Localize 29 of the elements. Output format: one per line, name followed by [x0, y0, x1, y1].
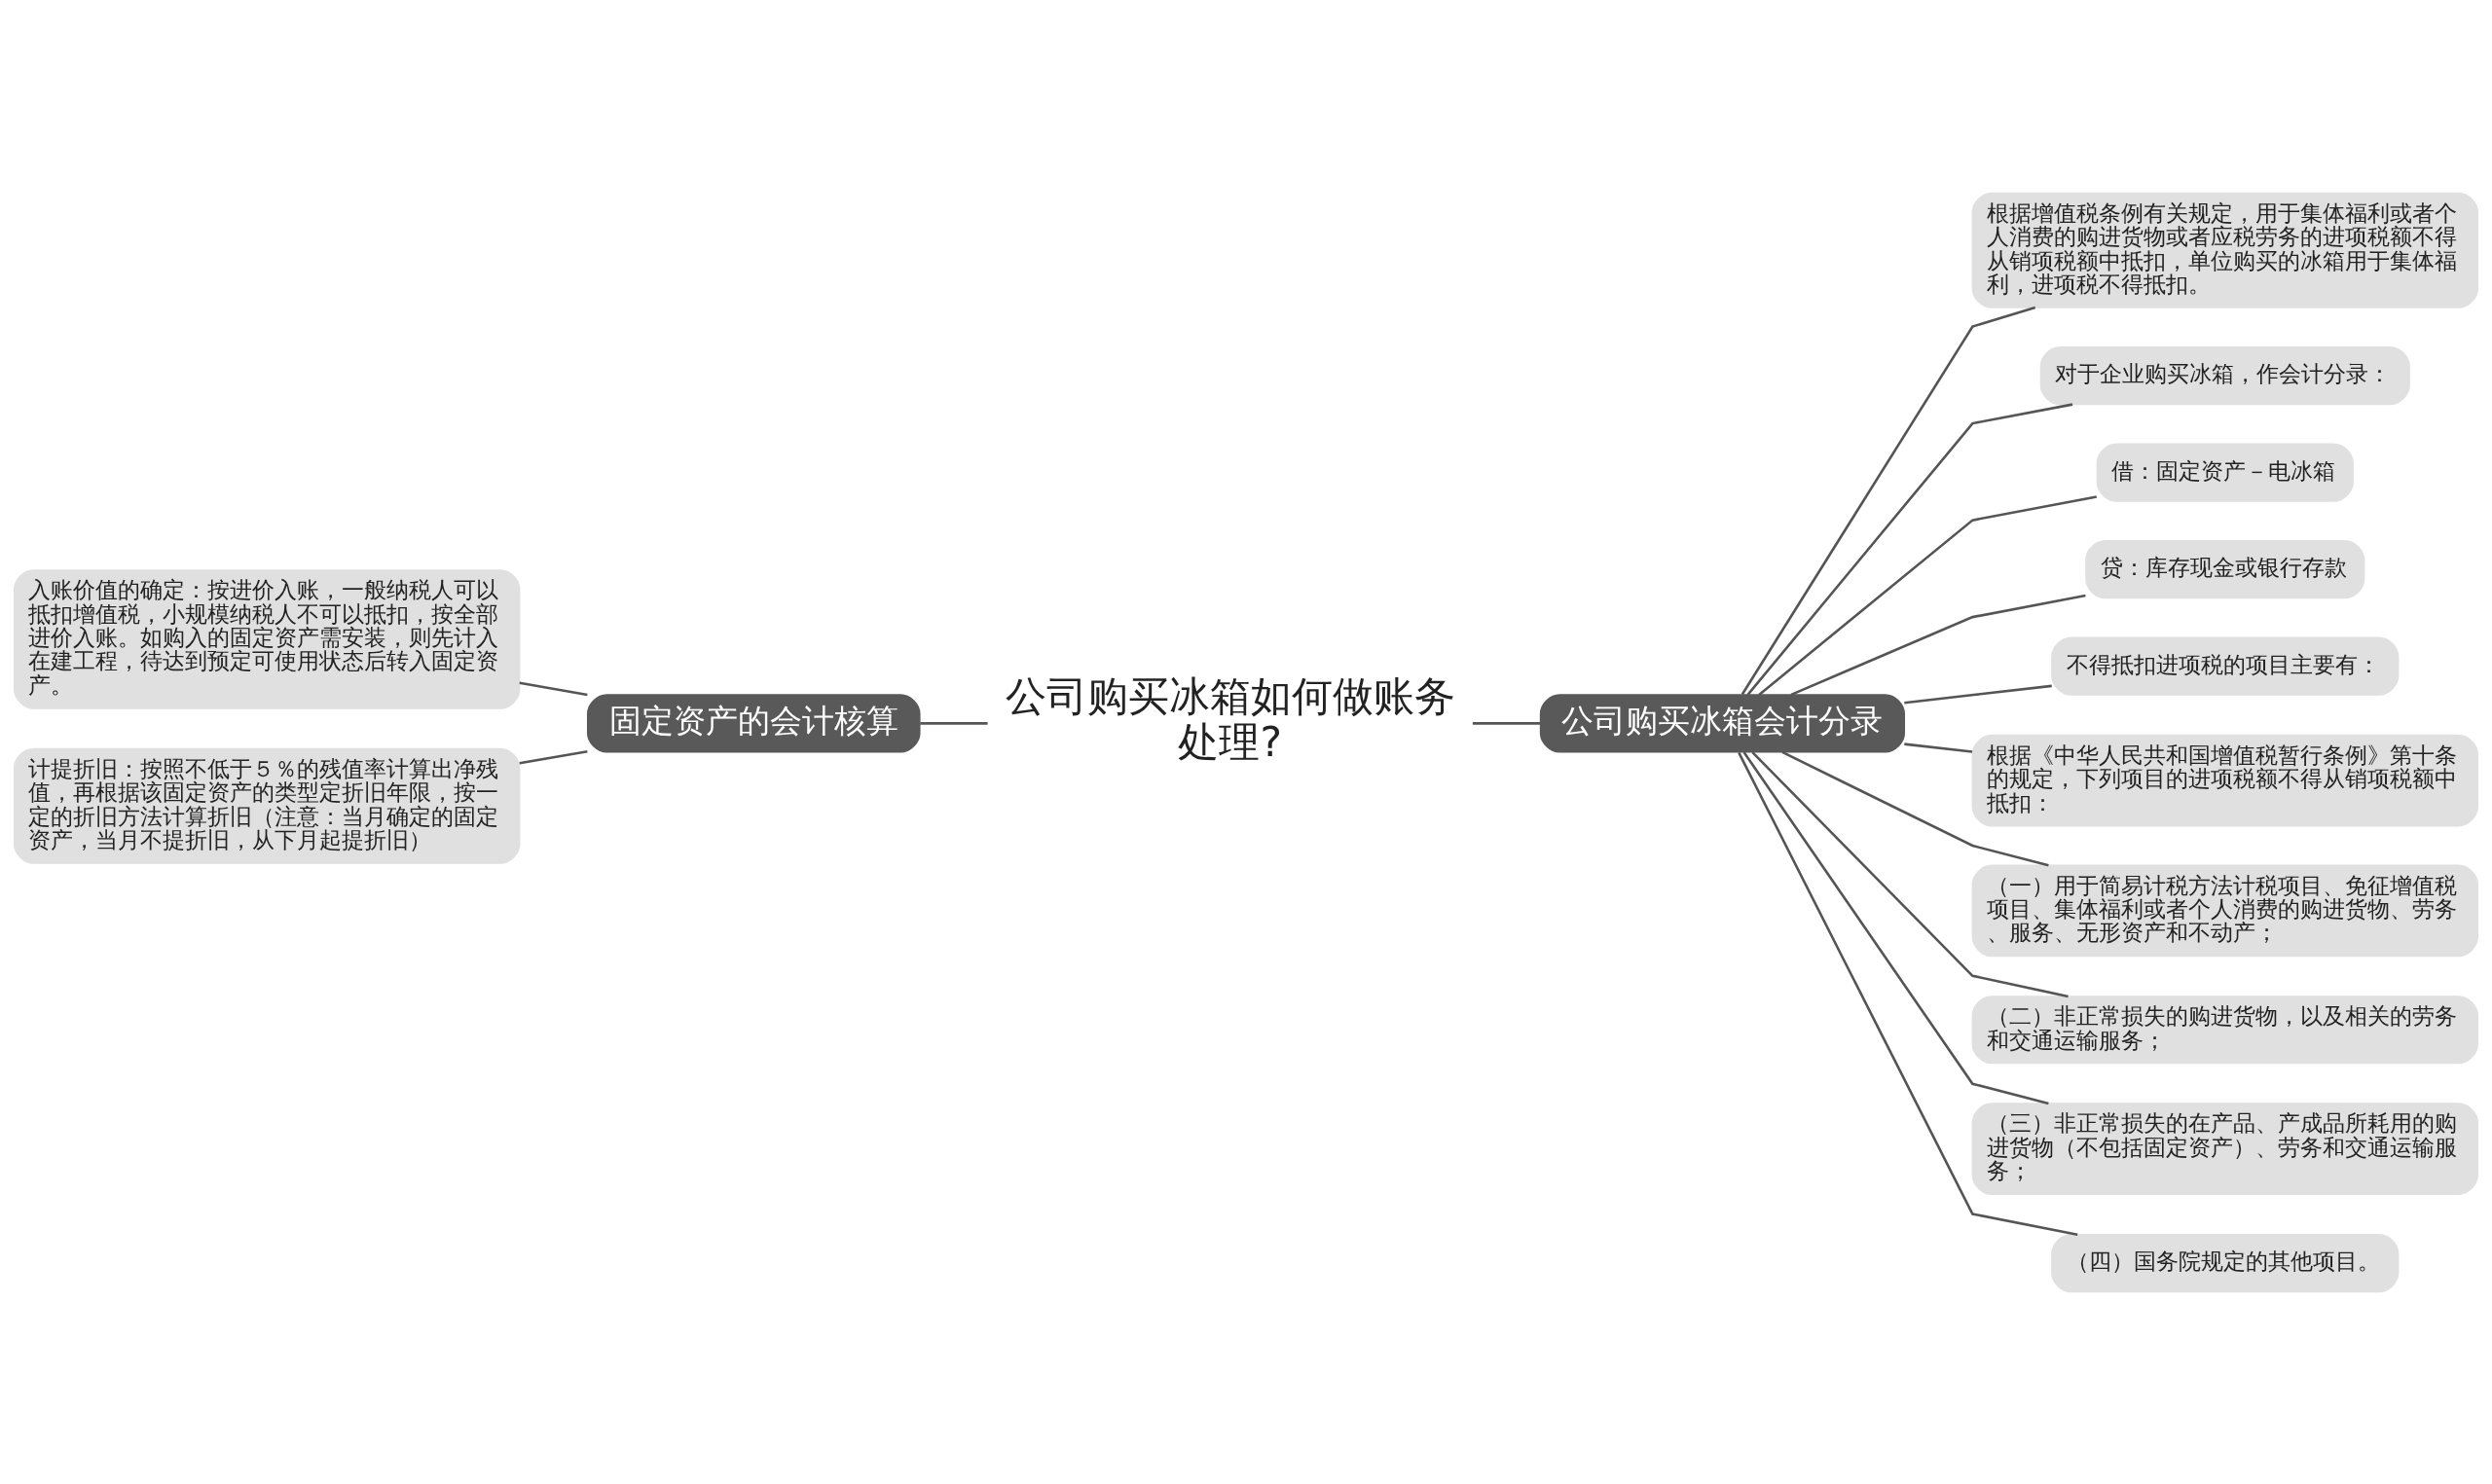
connector — [1738, 751, 2078, 1236]
connector — [1472, 721, 1541, 725]
connector — [1758, 494, 2097, 696]
node-box: 根据《中华人民共和国增值税暂行条例》第十条的规定，下列项目的进项税额不得从销项税额中抵扣： — [1971, 734, 2478, 826]
connector — [1904, 742, 1973, 753]
node-box: 借：固定资产－电冰箱 — [2096, 442, 2354, 502]
node-box: 不得抵扣进项税的项目主要有： — [2051, 636, 2400, 696]
node-box: 入账价值的确定：按进价入账，一般纳税人可以抵扣增值税，小规模纳税人不可以抵扣，按全部进价入账。如购入的固定资产需安装，则先计入在建工程，待达到预定可使用状态后转入固定资产。 — [14, 568, 521, 709]
node-box: （四）国务院规定的其他项目。 — [2051, 1233, 2400, 1292]
connector — [1904, 684, 2052, 704]
connector — [519, 681, 588, 696]
node-box: 计提折旧：按照不低于５％的残值率计算出净残值，再根据该固定资产的类型定折旧年限，按一定的折旧方法计算折旧（注意：当月确定的固定资产，当月不提折旧，从下月起提折旧） — [14, 747, 521, 864]
node-box: 公司购买冰箱会计分录 — [1539, 693, 1906, 753]
connector — [1741, 306, 2036, 695]
connector — [1751, 750, 2069, 997]
connector — [519, 749, 588, 764]
node-box: （一）用于简易计税方法计税项目、免征增值税项目、集体福利或者个人消费的购进货物、劳务、服务、无形资产和不动产； — [1971, 864, 2478, 957]
node-text: 公司购买冰箱如何做账务处理? — [1005, 671, 1455, 766]
node-box: 对于企业购买冰箱，作会计分录： — [2039, 345, 2410, 405]
connector — [1742, 750, 2049, 1104]
connector — [920, 721, 988, 725]
connector — [1790, 594, 2086, 696]
node-box: （二）非正常损失的购进货物，以及相关的劳务和交通运输服务； — [1971, 995, 2478, 1064]
connector — [1746, 402, 2073, 696]
node-box: （三）非正常损失的在产品、产成品所耗用的购进货物（不包括固定资产）、劳务和交通运输服务； — [1971, 1102, 2478, 1195]
node-box: 贷：库存现金或银行存款 — [2085, 539, 2365, 598]
node-box: 固定资产的会计核算 — [586, 693, 921, 753]
node-box: 根据增值税条例有关规定，用于集体福利或者个人消费的购进货物或者应税劳务的进项税额不得从销项税额中抵扣，单位购买的冰箱用于集体福利，进项税不得抵扣。 — [1971, 192, 2478, 308]
connector — [1781, 750, 2049, 867]
